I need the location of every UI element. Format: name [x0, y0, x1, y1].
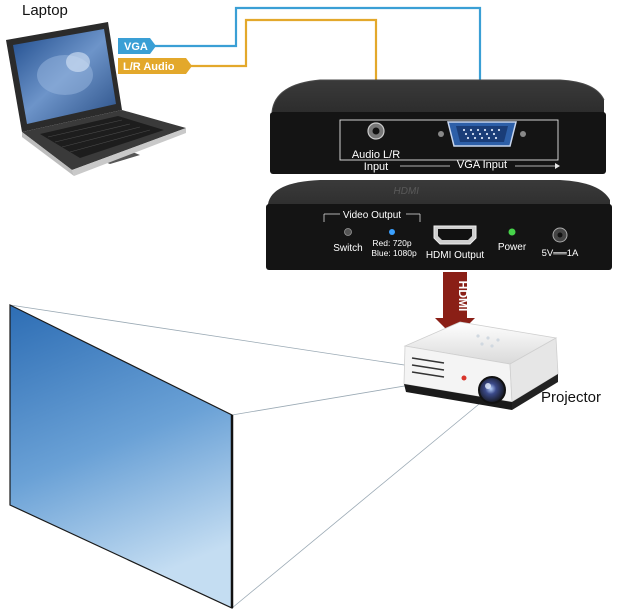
vga-cable — [150, 6, 482, 98]
vga-tag-label: VGA — [124, 41, 148, 53]
power-led — [508, 228, 516, 236]
audio-cable — [190, 18, 378, 98]
projector-lens — [478, 376, 506, 404]
audio-input-jack — [367, 122, 385, 140]
converter-front-panel: HDMI Video Output Switch Red: 720p Blue:… — [266, 180, 612, 270]
laptop-illustration — [6, 22, 186, 176]
vga-input-port — [438, 121, 526, 147]
switch-button — [344, 228, 352, 236]
video-output-label: Video Output — [343, 210, 401, 221]
audio-input-label: Audio L/R — [352, 149, 400, 161]
resolution-led — [389, 229, 395, 235]
led-blue-label: Blue: 1080p — [371, 248, 417, 258]
vga-cable-tag: VGA — [118, 38, 156, 54]
converter-back-panel: Audio L/R Input VGA Input — [270, 79, 606, 174]
audio-tag-label: L/R Audio — [123, 61, 175, 73]
projector-label: Projector — [541, 389, 601, 406]
video-output-group — [323, 213, 421, 222]
audio-cable-tag: L/R Audio — [118, 58, 192, 74]
svg-text:HDMI: HDMI — [393, 186, 420, 197]
projector-illustration — [403, 321, 559, 410]
switch-label: Switch — [333, 243, 362, 254]
led-red-label: Red: 720p — [372, 238, 411, 248]
vga-input-label: VGA Input — [457, 159, 507, 171]
dc-label: 5V══1A — [542, 248, 579, 259]
hdmi-output-label: HDMI Output — [426, 250, 485, 261]
laptop-label: Laptop — [22, 2, 68, 19]
audio-input-sublabel: Input — [364, 161, 388, 173]
dc-power-jack — [552, 227, 568, 243]
power-label: Power — [498, 242, 527, 253]
projection-screen — [9, 304, 234, 609]
hdmi-cable-label: HDMI — [456, 281, 470, 312]
hdmi-output-port — [433, 225, 477, 245]
